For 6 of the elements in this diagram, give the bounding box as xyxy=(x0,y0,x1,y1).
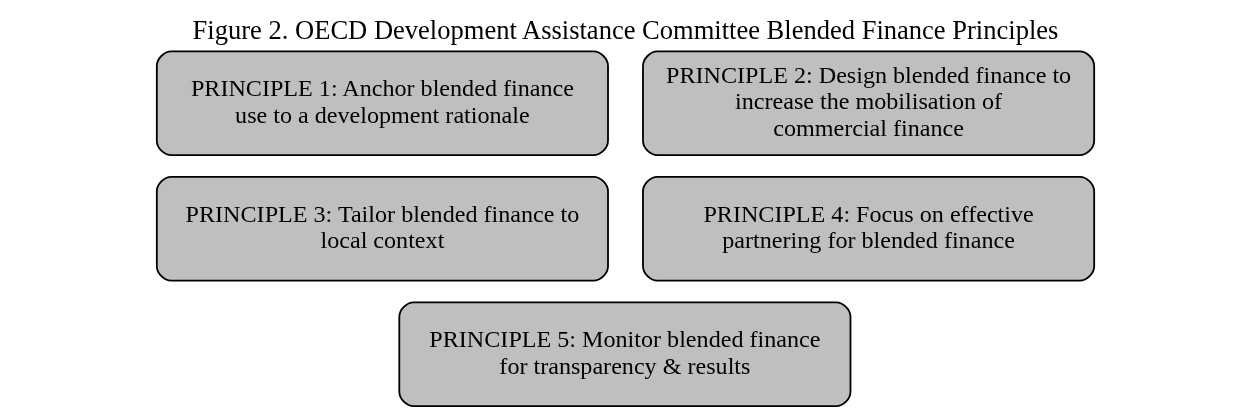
node-box: PRINCIPLE 3: Tailor blended finance to local context xyxy=(155,176,609,282)
node-box: PRINCIPLE 5: Monitor blended finance for transparency & results xyxy=(397,301,851,408)
node-box: PRINCIPLE 1: Anchor blended finance use to a development rationale xyxy=(155,50,609,157)
node-box: PRINCIPLE 2: Design blended finance to increase the mobilisation of commercial finance xyxy=(641,50,1095,157)
diagram-title: Figure 2. OECD Development Assistance Committee Blended Finance Principles xyxy=(192,14,1058,45)
node-box: PRINCIPLE 4: Focus on effective partnering for blended finance xyxy=(641,176,1095,282)
